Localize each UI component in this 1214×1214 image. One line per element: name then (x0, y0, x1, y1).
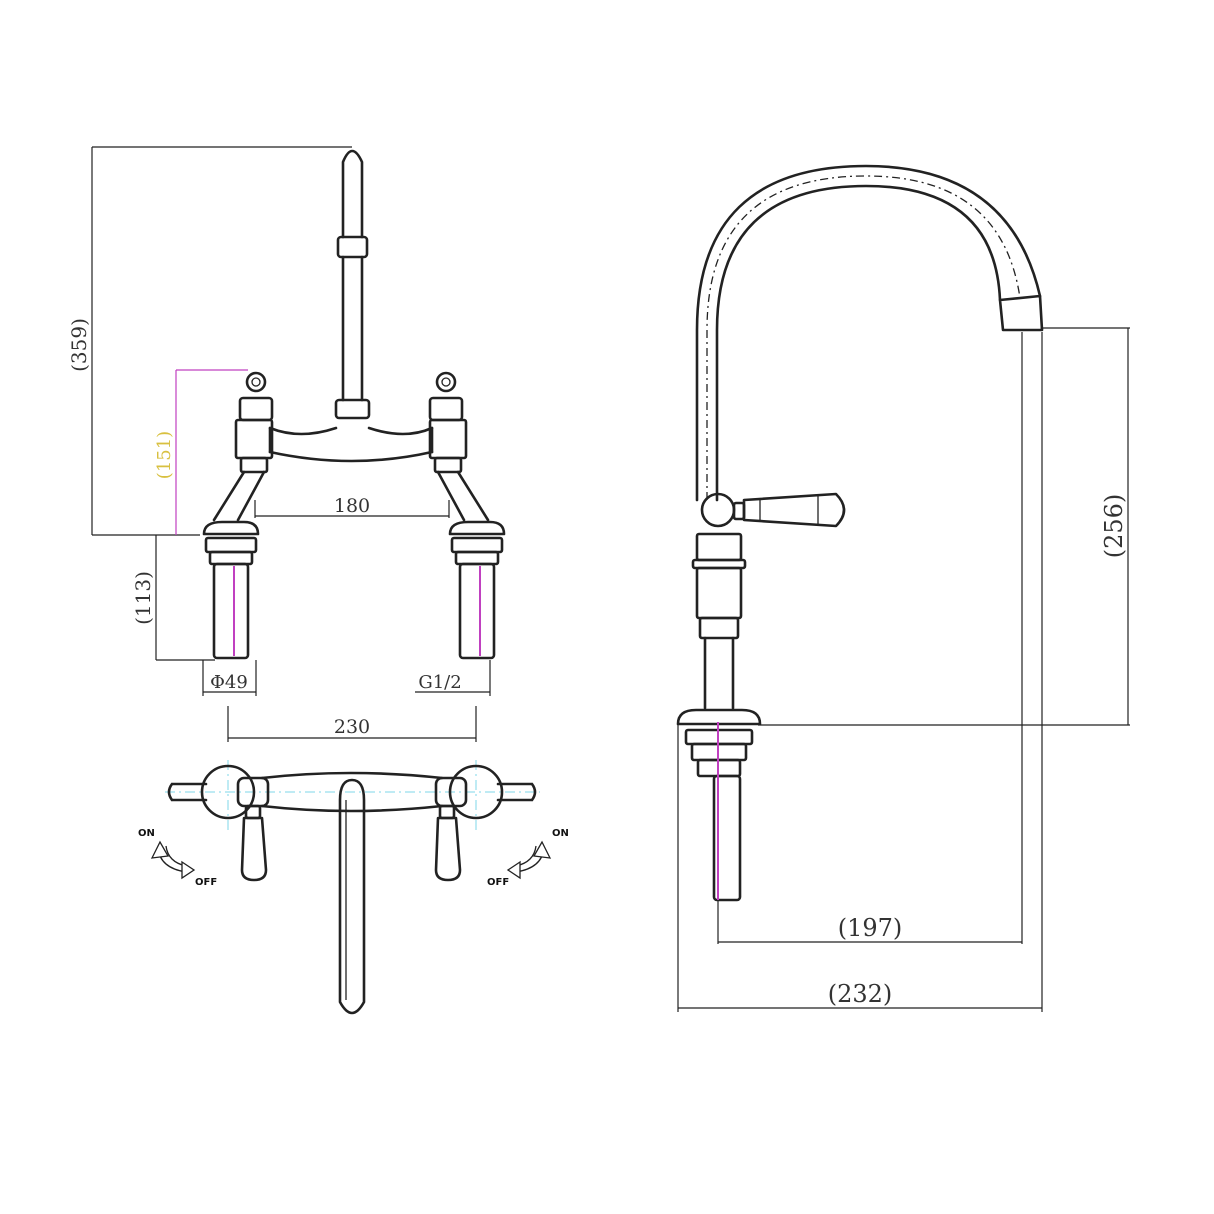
dim-thread-label: G1/2 (418, 672, 461, 693)
dim-centres-tails: 230 (227, 706, 477, 742)
dim-centres-body-label: 180 (334, 495, 370, 517)
dim-inlet-height-label: (151) (154, 431, 175, 479)
dim-tail-length-label: (113) (131, 571, 155, 625)
dim-overall-height: (359) (67, 146, 352, 536)
dim-spout-reach-label: (197) (838, 914, 903, 942)
plan-view: ON OFF ON OFF (138, 760, 569, 1015)
dim-tail-length: (113) (131, 535, 215, 661)
right-tail (448, 520, 506, 660)
dim-overall-reach: (232) (677, 332, 1043, 1012)
dim-spout-height: (256) (758, 327, 1130, 726)
plan-spout (338, 778, 366, 1015)
side-spout (695, 164, 1044, 502)
plan-left-lever (240, 804, 268, 882)
dim-inlet-height: (151) (154, 369, 248, 535)
side-tail (712, 722, 742, 902)
left-tail (202, 520, 260, 660)
dim-flange-thread: Φ49 G1/2 (202, 660, 491, 696)
dim-centres-body: 180 (254, 495, 450, 518)
left-off-label: OFF (195, 877, 217, 888)
right-off-label: OFF (487, 877, 509, 888)
plan-right-flange (448, 764, 504, 820)
front-bridge-body (268, 426, 434, 463)
right-on-label: ON (552, 828, 569, 839)
front-view: (359) (151) (113) (67, 146, 506, 742)
side-lever (700, 492, 846, 528)
dim-spout-reach: (197) (717, 332, 1023, 944)
dim-overall-reach-label: (232) (828, 980, 893, 1008)
side-view: (256) (197) (232) (676, 164, 1130, 1012)
front-legs (212, 470, 490, 522)
dim-centres-tails-label: 230 (334, 716, 370, 738)
front-spout (334, 149, 371, 420)
left-valve (234, 371, 274, 474)
dim-overall-height-label: (359) (67, 318, 91, 372)
plan-left-flange (200, 764, 256, 820)
plan-right-lever (434, 804, 462, 882)
left-on-off-indicator: ON OFF (138, 828, 217, 888)
dim-flange-diameter-label: Φ49 (210, 672, 248, 693)
right-on-off-indicator: ON OFF (487, 828, 569, 888)
right-valve (428, 371, 468, 474)
left-on-label: ON (138, 828, 155, 839)
dim-spout-height-label: (256) (1100, 494, 1128, 559)
side-valve-body (691, 532, 747, 710)
